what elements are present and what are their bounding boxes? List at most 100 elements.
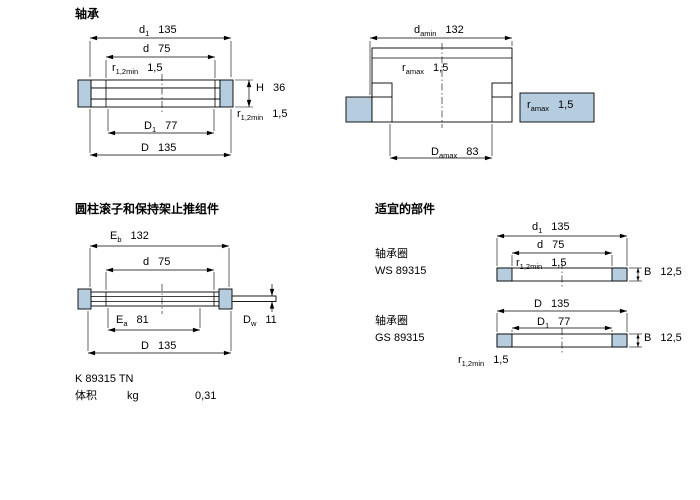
gs-section-left: [496, 333, 513, 348]
dim-label-ws-B: B 12,5: [644, 266, 682, 278]
dim-value: 1,5: [433, 62, 449, 74]
dim-symbol: r1,2min: [237, 108, 264, 123]
dim-value: 36: [272, 82, 286, 94]
gs-washer-label: 轴承圈: [375, 315, 408, 327]
dim-label-ws-d: d 75: [537, 239, 564, 251]
cage-section-right: [218, 288, 233, 310]
dim-label-d: d 75: [143, 43, 170, 55]
dim-symbol: r1,2min: [516, 257, 543, 272]
dim-value: 135: [157, 340, 177, 352]
dim-symbol: d: [537, 239, 544, 251]
dim-value: 1,5: [493, 354, 509, 366]
dim-label-Eb: Eb 132: [110, 230, 149, 246]
dim-symbol: B: [644, 266, 652, 278]
dim-value: 83: [466, 146, 479, 158]
assembly-designation: K 89315 TN: [75, 373, 134, 385]
dim-symbol: d: [143, 43, 150, 55]
dim-symbol: d: [143, 256, 150, 268]
bearing-drawing: [77, 35, 253, 158]
dim-label-Ea: Ea 81: [116, 314, 149, 330]
roller: [231, 295, 277, 302]
dim-value: 135: [550, 298, 570, 310]
dim-symbol: Damax: [431, 146, 458, 161]
dim-value: 1,5: [558, 99, 574, 111]
dim-symbol: H: [256, 82, 264, 94]
ring-section-left: [77, 79, 92, 108]
ws-section-left: [496, 267, 513, 282]
dim-value: 1,5: [551, 257, 567, 269]
gs-washer-drawing: [496, 308, 642, 353]
gs-section-right: [611, 333, 628, 348]
gs-designation: GS 89315: [375, 332, 425, 344]
dim-value: 1,5: [272, 108, 288, 120]
dim-symbol: D1: [537, 316, 550, 331]
dim-symbol: Dw: [243, 314, 257, 329]
dim-value: 75: [158, 43, 171, 55]
dim-label-ws-r12min: r1,2min 1,5: [516, 257, 566, 273]
dim-value: 135: [551, 221, 570, 233]
dim-label-ramax-right: ramax 1,5: [527, 99, 573, 115]
mass-label: 体积: [75, 390, 97, 402]
dim-symbol: D1: [144, 120, 157, 135]
dim-label-assembly-D: D 135: [141, 340, 176, 352]
dim-value: 75: [158, 256, 171, 268]
dim-label-H: H 36: [256, 82, 285, 94]
dim-value: 12,5: [660, 332, 682, 344]
dim-label-assembly-d: d 75: [143, 256, 170, 268]
dim-label-ws-d1: d1 135: [532, 221, 570, 237]
dim-value: 132: [445, 24, 464, 36]
dim-value: 77: [558, 316, 571, 328]
abutment-drawing: [345, 35, 595, 161]
dim-symbol: damin: [414, 24, 437, 39]
bearing-section-title: 轴承: [75, 7, 100, 21]
dim-symbol: d1: [532, 221, 543, 236]
cage-section-left: [77, 288, 92, 310]
dim-value: 11: [265, 314, 277, 326]
dim-symbol: D: [141, 142, 149, 154]
ws-washer-label: 轴承圈: [375, 248, 408, 260]
ring-section-right: [219, 79, 234, 108]
dim-label-gs-B: B 12,5: [644, 332, 682, 344]
dim-value: 1,5: [147, 62, 163, 74]
assembly-drawing: [77, 243, 277, 356]
dim-symbol: B: [644, 332, 652, 344]
dim-label-damin: damin 132: [414, 24, 464, 40]
dim-value: 75: [552, 239, 565, 251]
dim-symbol: d1: [139, 24, 150, 39]
dim-value: 77: [165, 120, 178, 132]
ws-designation: WS 89315: [375, 265, 427, 277]
dim-symbol: D: [141, 340, 149, 352]
dim-label-r12min-bottom: r1,2min 1,5: [237, 108, 287, 124]
assembly-section-title: 圆柱滚子和保持架止推组件: [75, 202, 220, 216]
mass-unit: kg: [127, 390, 139, 402]
ws-section-right: [611, 267, 628, 282]
dim-value: 135: [158, 24, 177, 36]
dim-label-r12min-top: r1,2min 1,5: [112, 62, 162, 78]
dim-label-d1: d1 135: [139, 24, 177, 40]
mass-value: 0,31: [195, 390, 217, 402]
housing-section-left: [345, 96, 373, 123]
dim-label-gs-D1: D1 77: [537, 316, 570, 332]
dim-symbol: r1,2min: [458, 354, 485, 369]
dim-value: 132: [130, 230, 149, 242]
dim-symbol: r1,2min: [112, 62, 139, 77]
dim-label-D: D 135: [141, 142, 176, 154]
dim-label-D1: D1 77: [144, 120, 177, 136]
dim-symbol: Ea: [116, 314, 128, 329]
dim-label-ramax-top: ramax 1,5: [402, 62, 448, 78]
dim-symbol: ramax: [402, 62, 425, 77]
dim-label-gs-r12min: r1,2min 1,5: [458, 354, 508, 370]
dim-value: 12,5: [660, 266, 682, 278]
ws-washer-drawing: [496, 233, 642, 287]
dim-symbol: D: [534, 298, 542, 310]
dim-label-Damax: Damax 83: [431, 146, 479, 162]
dim-symbol: ramax: [527, 99, 550, 114]
dim-value: 81: [136, 314, 149, 326]
dim-symbol: Eb: [110, 230, 122, 245]
parts-section-title: 适宜的部件: [375, 202, 436, 216]
dim-label-Dw: Dw 11: [243, 314, 277, 330]
housing-section-right: [519, 92, 595, 123]
dim-value: 135: [157, 142, 177, 154]
